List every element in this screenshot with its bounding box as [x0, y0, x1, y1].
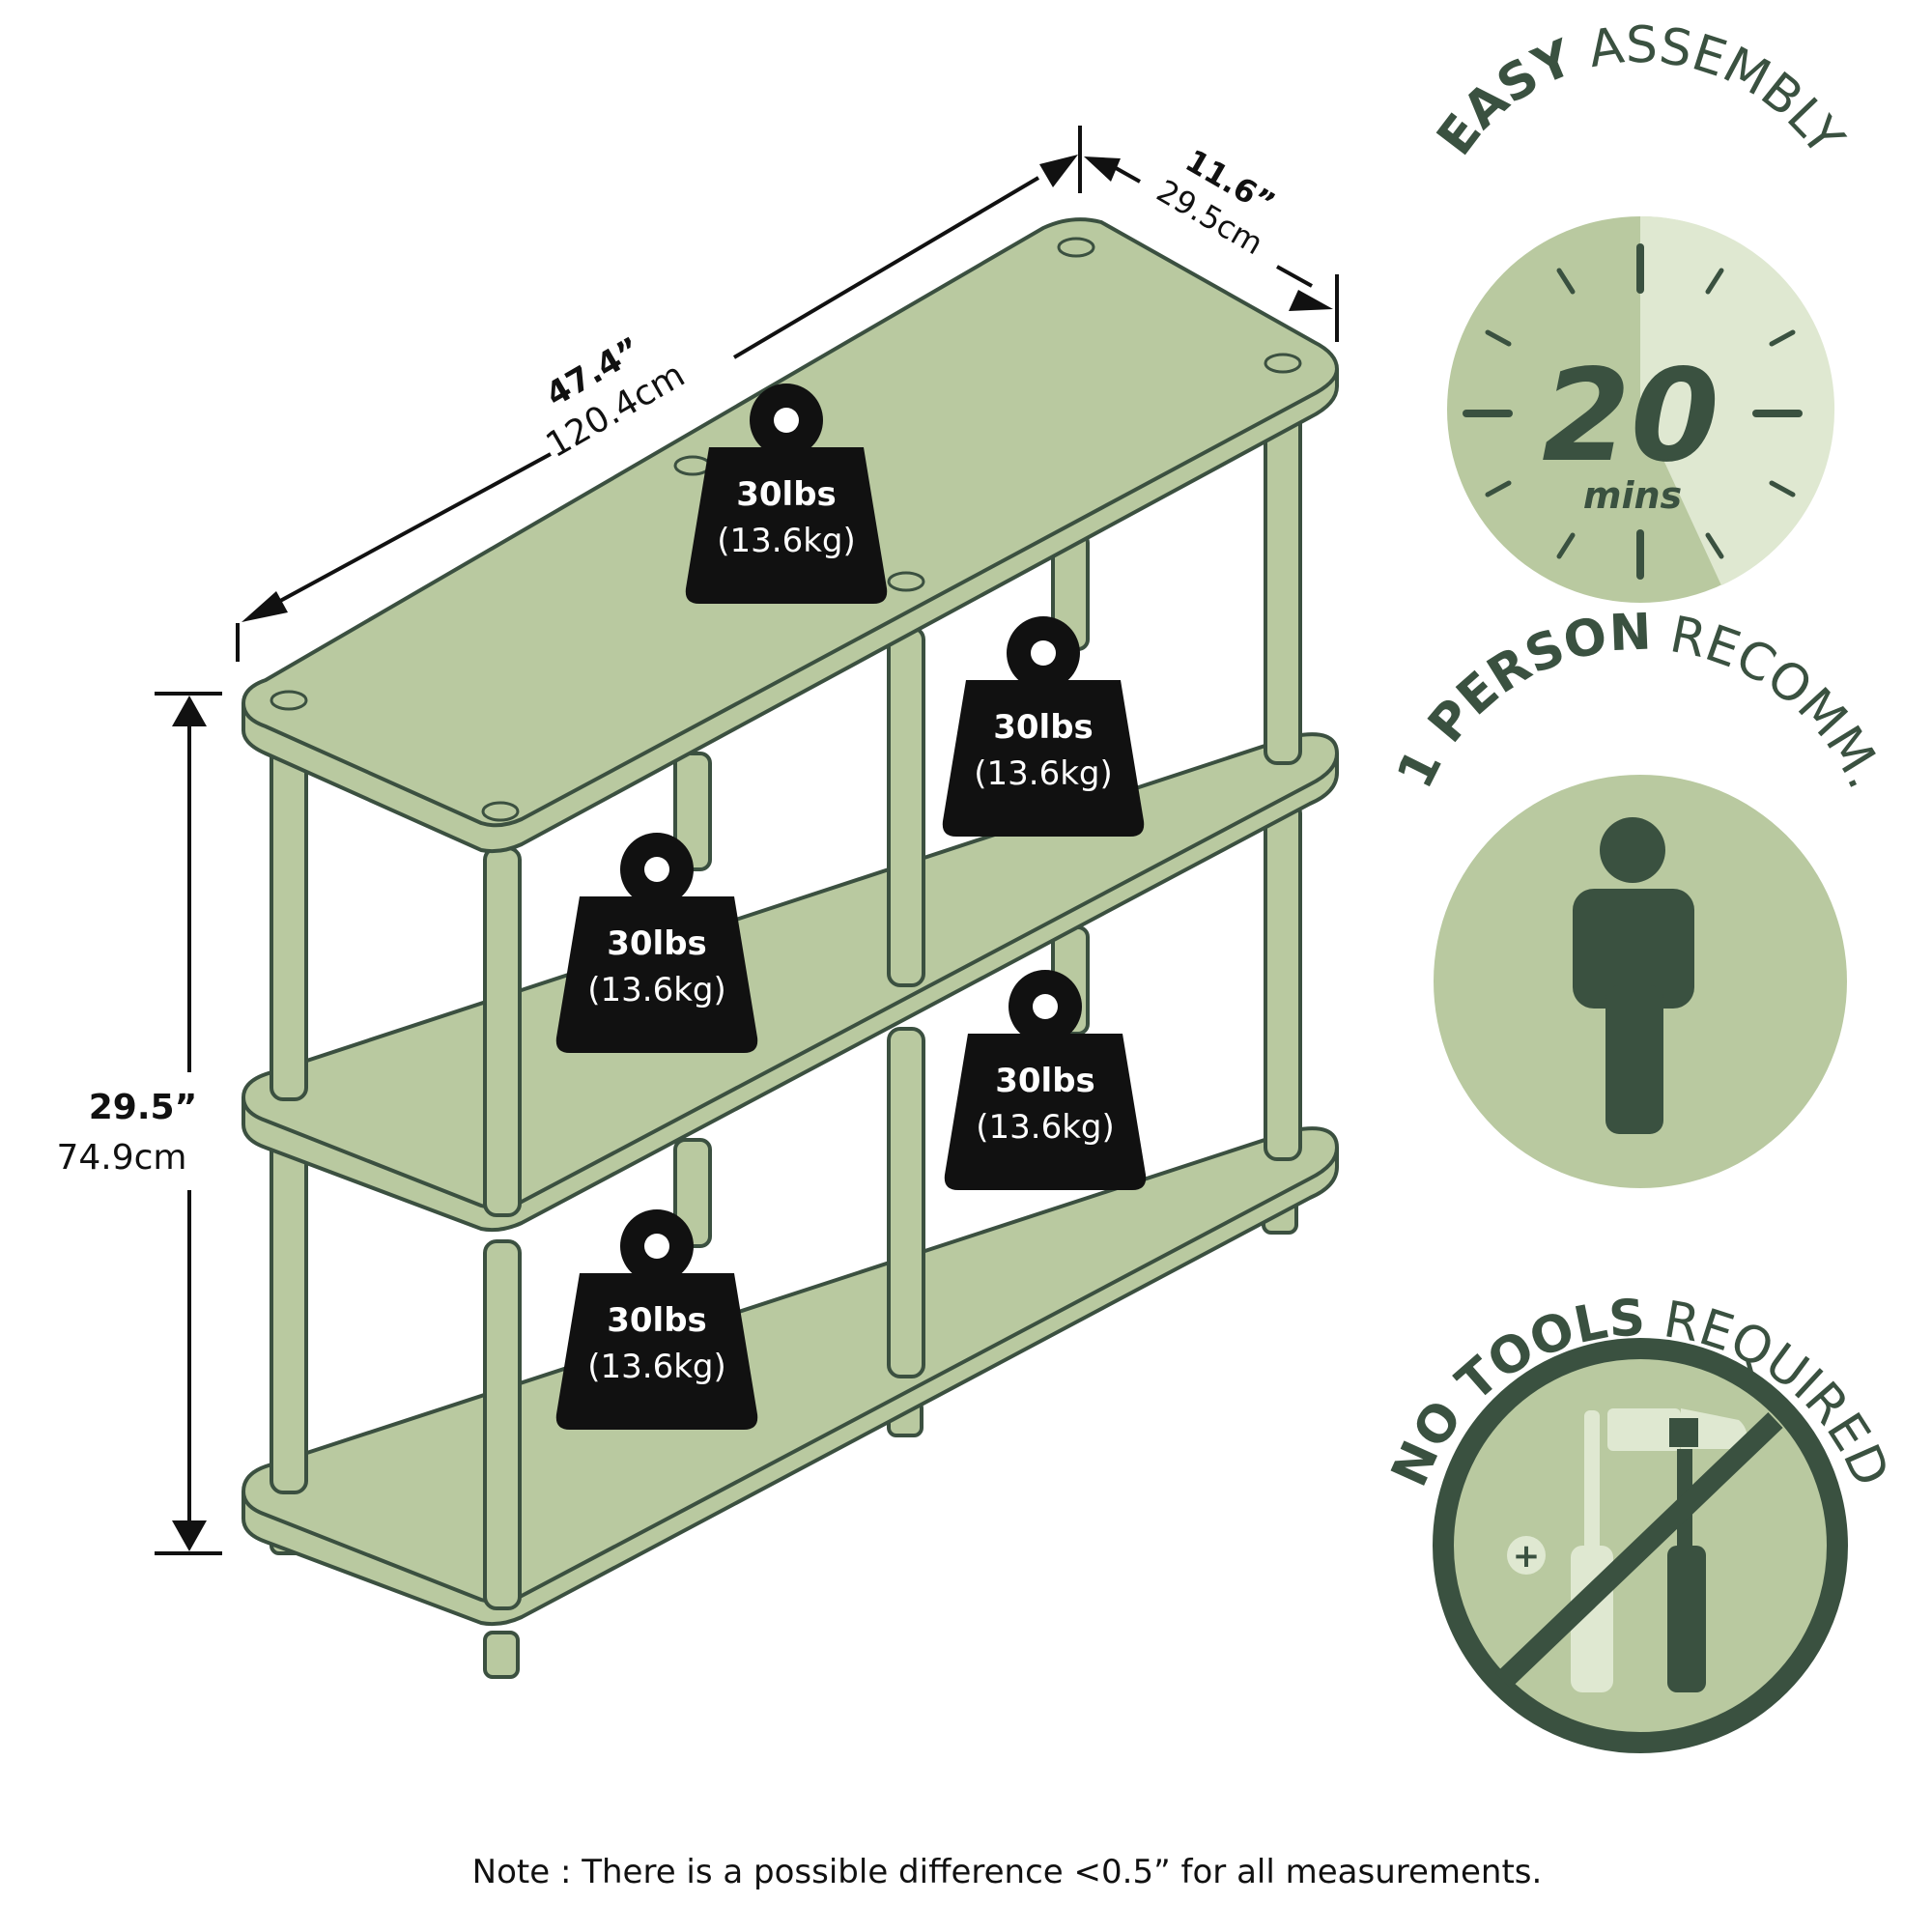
assembly-heading: EASY ASSEMBLY: [1426, 16, 1854, 166]
arrow-head: [172, 696, 207, 726]
leg: [887, 1027, 925, 1378]
weight-icon: 30lbs (13.6kg): [555, 1209, 758, 1430]
leg: [1264, 404, 1302, 765]
arrow-head: [1039, 155, 1078, 187]
assembly-unit: mins: [1583, 474, 1682, 517]
clock-icon: [1463, 243, 1803, 580]
weight-lbs: 30lbs: [607, 1301, 707, 1340]
height-inches: 29.5”: [89, 1088, 197, 1127]
leg: [270, 1133, 308, 1494]
peg-hole: [1057, 237, 1095, 258]
leg: [483, 846, 522, 1217]
weight-kg: (13.6kg): [587, 971, 726, 1009]
hammer-icon: [1607, 1408, 1747, 1692]
weight-kg: (13.6kg): [976, 1108, 1115, 1147]
weight-icon: 30lbs (13.6kg): [944, 970, 1147, 1190]
depth-label: 11.6” 29.5cm: [1151, 142, 1281, 262]
plus-icon: [1507, 1536, 1546, 1575]
easy-assembly-badge: 20 mins EASY ASSEMBLY: [1426, 16, 1855, 603]
no-tools-badge: + NO TOOLS REQUIRED: [1380, 1290, 1900, 1753]
plus-glyph: +: [1513, 1537, 1541, 1576]
foot: [483, 1631, 520, 1679]
weight-lbs: 30lbs: [993, 708, 1094, 747]
leg: [887, 626, 925, 987]
arrow-head: [1289, 290, 1333, 311]
person-icon: [1573, 817, 1694, 1134]
weight-icon: 30lbs (13.6kg): [685, 384, 888, 604]
measurement-note: Note : There is a possible difference <0…: [471, 1853, 1543, 1891]
arrow-head: [1084, 156, 1121, 182]
weight-kg: (13.6kg): [974, 754, 1113, 793]
prohibition-slash: [1495, 1412, 1783, 1689]
peg-hole: [673, 455, 712, 476]
leg: [483, 1239, 522, 1610]
peg-hole: [481, 801, 520, 822]
peg-hole: [270, 690, 308, 711]
arrow-head: [172, 1520, 207, 1551]
weight-icon: 30lbs (13.6kg): [555, 833, 758, 1053]
dimension-lines: [155, 126, 1339, 1555]
leg: [1264, 800, 1302, 1161]
weight-kg: (13.6kg): [587, 1348, 726, 1386]
assembly-minutes: 20: [1542, 342, 1719, 491]
weight-lbs: 30lbs: [995, 1062, 1095, 1100]
peg-hole: [1264, 353, 1302, 374]
weight-lbs: 30lbs: [736, 475, 837, 514]
height-cm: 74.9cm: [56, 1138, 186, 1178]
person-heading: 1 PERSON RECOMM.: [1386, 604, 1894, 798]
peg-hole: [887, 571, 925, 592]
leg: [270, 740, 308, 1101]
weight-icon: 30lbs (13.6kg): [942, 616, 1145, 837]
weight-lbs: 30lbs: [607, 924, 707, 963]
one-person-badge: 1 PERSON RECOMM.: [1386, 604, 1894, 1188]
weight-kg: (13.6kg): [717, 522, 856, 560]
width-label: 47.4” 120.4cm: [539, 330, 691, 467]
arrow-head: [242, 591, 288, 622]
